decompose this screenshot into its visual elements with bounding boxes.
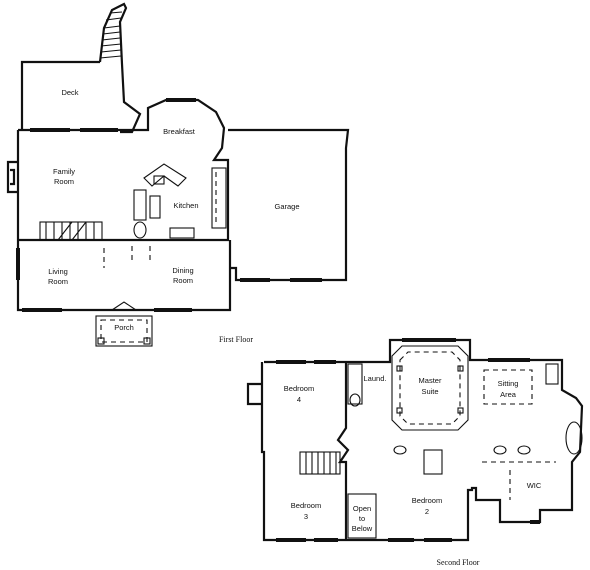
room-label-sitting-line2: Area xyxy=(500,390,517,399)
porch xyxy=(95,301,153,347)
interior-dashes xyxy=(103,246,151,268)
main-stair xyxy=(39,221,103,241)
room-label-dining-line2: Room xyxy=(173,276,193,285)
room-label-porch: Porch xyxy=(114,323,134,332)
room-label-laundry: Laund. xyxy=(364,374,387,383)
room-label-master-line1: Master xyxy=(419,376,442,385)
kitchen-counters xyxy=(133,163,227,239)
open-to-below-void xyxy=(347,493,377,539)
first-floor: Deck Breakfast Family Room Kitchen Garag… xyxy=(6,2,350,347)
bath-fixtures xyxy=(349,363,583,500)
room-label-master-line2: Suite xyxy=(421,387,438,396)
room-label-family-line1: Family xyxy=(53,167,75,176)
bedroom-4-bay xyxy=(246,382,262,406)
room-label-open-line1: Open xyxy=(353,504,371,513)
room-label-bedroom4-line1: Bedroom xyxy=(284,384,314,393)
room-label-family-line2: Room xyxy=(54,177,74,186)
first-floor-windows xyxy=(16,98,322,312)
room-label-kitchen: Kitchen xyxy=(173,201,198,210)
deck-stairs xyxy=(98,2,128,65)
first-floor-caption: First Floor xyxy=(219,335,253,344)
room-label-open-line2: to xyxy=(359,514,365,523)
room-label-living-line2: Room xyxy=(48,277,68,286)
upper-stair xyxy=(299,451,341,475)
room-label-garage: Garage xyxy=(274,202,299,211)
garage-outline xyxy=(228,128,350,282)
room-label-wic: WIC xyxy=(527,481,542,490)
room-label-dining-line1: Dining xyxy=(172,266,193,275)
room-label-bedroom4-line2: 4 xyxy=(297,395,301,404)
deck-outline xyxy=(20,60,142,134)
sitting-area-tray xyxy=(483,369,533,405)
laundry-counter xyxy=(347,363,363,405)
room-label-bedroom2-line2: 2 xyxy=(425,507,429,516)
second-floor-caption: Second Floor xyxy=(437,558,480,567)
room-label-deck: Deck xyxy=(61,88,78,97)
room-label-living-line1: Living xyxy=(48,267,68,276)
second-floor-walls xyxy=(260,338,584,542)
room-label-open-line3: Below xyxy=(352,524,373,533)
second-floor: Bedroom 4 Laund. Master Suite Sitting Ar… xyxy=(246,338,584,567)
master-suite-tray xyxy=(391,345,469,431)
room-label-sitting-line1: Sitting xyxy=(498,379,519,388)
second-floor-windows xyxy=(276,338,540,542)
room-label-bedroom2-line1: Bedroom xyxy=(412,496,442,505)
family-room-bay xyxy=(6,160,18,194)
room-label-bedroom3-line2: 3 xyxy=(304,512,308,521)
room-label-breakfast: Breakfast xyxy=(163,127,196,136)
room-label-bedroom3-line1: Bedroom xyxy=(291,501,321,510)
